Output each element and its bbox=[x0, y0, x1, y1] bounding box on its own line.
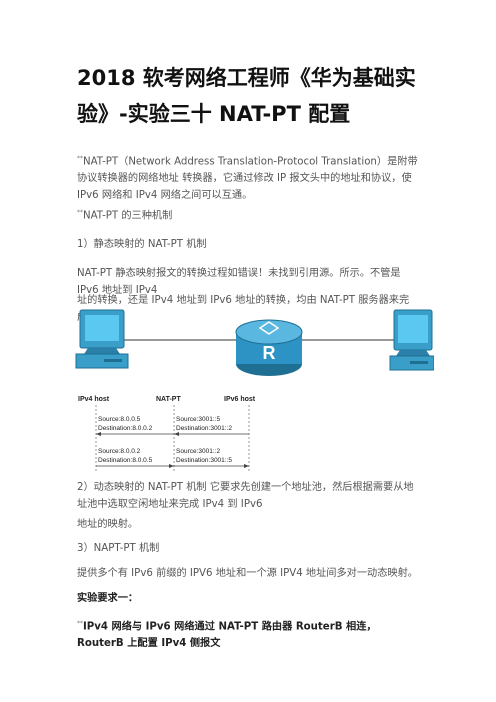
row1-left-source: Source:8.0.0.5 bbox=[98, 416, 141, 423]
experiment-requirement-desc: **IPv4 网络与 IPv6 网络通过 NAT-PT 路由器 RouterB … bbox=[77, 615, 423, 652]
arrow-right-icon bbox=[244, 464, 249, 468]
mechanism-1-desc: NAT-PT 静态映射报文的转换过程如错误！未找到引用源。所示。不管是 IPv6… bbox=[77, 268, 401, 296]
arrow-right-icon bbox=[169, 464, 174, 468]
mechanism-3-title: 3）NAPT-PT 机制 bbox=[77, 543, 160, 554]
row2-right-destination: Destination:3001::5 bbox=[176, 457, 232, 464]
paragraph-intro-text: NAT-PT（Network Address Translation-Proto… bbox=[77, 156, 418, 202]
router-icon bbox=[235, 319, 303, 376]
row1-left-destination: Destination:8.0.0.2 bbox=[98, 425, 153, 432]
nat-pt-diagram: R IPv4 host NAT-PT IPv6 host Source:8.0.… bbox=[74, 304, 434, 474]
arrow-left-icon bbox=[96, 432, 101, 436]
mechanism-2-desc-cont: 地址的映射。 bbox=[77, 519, 139, 530]
row2-right-source: Source:3001::2 bbox=[176, 448, 220, 455]
mechanism-2-desc: 2）动态映射的 NAT-PT 机制 它要求先创建一个地址池，然后根据需要从地址池… bbox=[77, 482, 414, 510]
mechanism-3-desc: 提供多个有 IPv6 前缀的 IPV6 地址和一个源 IPV4 地址间多对一动态… bbox=[77, 568, 418, 579]
ipv4-host-label: IPv4 host bbox=[78, 396, 110, 403]
nat-pt-label: NAT-PT bbox=[156, 396, 181, 403]
row1-right-source: Source:3001::5 bbox=[176, 416, 220, 423]
row2-left-source: Source:8.0.0.2 bbox=[98, 448, 141, 455]
document-title: 2018 软考网络工程师《华为基础实验》-实验三十 NAT-PT 配置 bbox=[77, 66, 416, 126]
section-heading-mechanisms: **NAT-PT 的三种机制 bbox=[77, 204, 423, 224]
ipv6-host-computer-icon bbox=[389, 309, 434, 371]
ipv4-host-computer-icon bbox=[75, 309, 129, 369]
row2-left-destination: Destination:8.0.0.5 bbox=[98, 457, 153, 464]
row1-right-destination: Destination:3001::2 bbox=[176, 425, 232, 432]
router-label: R bbox=[263, 343, 276, 363]
mechanism-1-title: 1）静态映射的 NAT-PT 机制 bbox=[77, 239, 207, 250]
ipv6-host-label: IPv6 host bbox=[224, 396, 256, 403]
experiment-requirement-text: IPv4 网络与 IPv6 网络通过 NAT-PT 路由器 RouterB 相连… bbox=[77, 621, 377, 650]
footnote-mark: ** bbox=[77, 620, 83, 627]
section-heading-text: NAT-PT 的三种机制 bbox=[83, 210, 173, 222]
paragraph-intro: **NAT-PT（Network Address Translation-Pro… bbox=[77, 150, 423, 204]
footnote-mark: ** bbox=[77, 209, 83, 216]
arrow-left-icon bbox=[174, 432, 179, 436]
footnote-mark: ** bbox=[77, 155, 83, 162]
experiment-requirement-heading: 实验要求一： bbox=[77, 593, 139, 604]
